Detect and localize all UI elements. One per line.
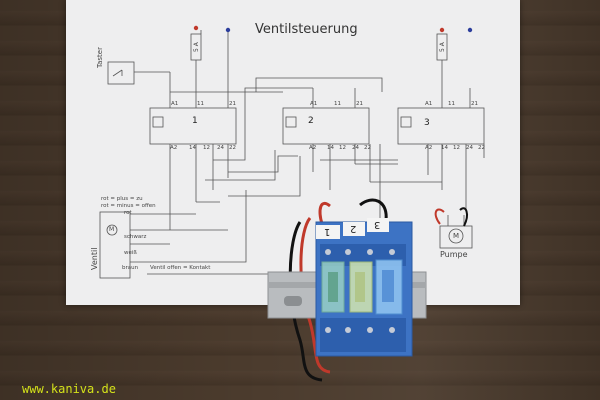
module-number-2: 2 (350, 223, 357, 234)
module-label-plate-2 (343, 222, 365, 236)
relay-2-pin-22: 22 (364, 145, 371, 151)
relay-1-pin-24: 24 (217, 145, 224, 151)
relay-1-pin-12: 12 (203, 145, 210, 151)
relay-3-number: 3 (424, 118, 430, 128)
ventil-label: Ventil (90, 247, 99, 270)
taster-label: Taster (96, 47, 104, 68)
ventil-motor-label: M (109, 226, 115, 233)
wire-label-braun: braun (122, 265, 139, 271)
wire-label-rot: rot (124, 210, 132, 216)
pumpe-motor-label: M (453, 232, 460, 240)
module-label-plate-3 (367, 218, 389, 232)
relay-3-pin-14: 14 (441, 145, 448, 151)
legend-line-2: rot = minus = offen (101, 203, 156, 209)
relay-1-pin-14: 14 (189, 145, 196, 151)
relay-2-number: 2 (308, 116, 314, 126)
relay-3-pin-a2: A2 (425, 145, 433, 151)
pumpe-motor-symbol (448, 228, 464, 244)
pumpe-box (439, 225, 473, 249)
watermark-text: www.kaniva.de (22, 382, 116, 396)
plus-terminal-dot-2 (439, 27, 445, 33)
pumpe-label: Pumpe (440, 250, 468, 259)
relay-3-pin-21: 21 (471, 101, 478, 107)
relay-2-pin-a1: A1 (310, 101, 318, 107)
relay-2-pin-12: 12 (339, 145, 346, 151)
plus-terminal-dot-1 (193, 25, 199, 31)
relay-1-number: 1 (192, 116, 198, 126)
black-cable (288, 221, 323, 382)
relay-3-box (397, 107, 485, 145)
schematic-title: Ventilsteuerung (255, 22, 358, 37)
relay-3-pin-24: 24 (466, 145, 473, 151)
relay-1-pin-a2: A2 (170, 145, 178, 151)
fuse-2-label: 5 A (439, 42, 446, 52)
relay-1-pin-11: 11 (197, 101, 204, 107)
relay-2-pin-24: 24 (352, 145, 359, 151)
red-cable (299, 217, 331, 374)
relay-3-pin-12: 12 (453, 145, 460, 151)
minus-terminal-dot-2 (467, 27, 473, 33)
relay-2-pin-21: 21 (356, 101, 363, 107)
relay-3-pin-a1: A1 (425, 101, 433, 107)
relay-2-box (282, 107, 370, 145)
ventil-motor-box (99, 211, 131, 279)
wire-label-schwarz: schwarz (124, 234, 147, 240)
module-label-plate-1 (316, 225, 340, 239)
relay-2-pin-a2: A2 (309, 145, 317, 151)
fuse-1-label: 5 A (193, 42, 200, 52)
relay-1-pin-22: 22 (229, 145, 236, 151)
taster-switch-symbol (107, 61, 135, 85)
module-number-3: 3 (374, 219, 381, 230)
ventil-motor-symbol (106, 224, 118, 236)
relay-1-pin-a1: A1 (171, 101, 179, 107)
wire-label-weiss: weiß (124, 250, 137, 256)
legend-line-1: rot = plus = zu (101, 196, 143, 202)
relay-2-pin-11: 11 (334, 101, 341, 107)
schematic-paper (66, 0, 520, 305)
relay-1-pin-21: 21 (229, 101, 236, 107)
module-number-1: 1 (324, 226, 331, 237)
minus-terminal-dot-1 (225, 27, 231, 33)
relay-1-box (149, 107, 237, 145)
relay-3-pin-11: 11 (448, 101, 455, 107)
relay-2-pin-14: 14 (327, 145, 334, 151)
relay-3-pin-22: 22 (478, 145, 485, 151)
ventil-kontakt-label: Ventil offen = Kontakt (150, 265, 211, 271)
